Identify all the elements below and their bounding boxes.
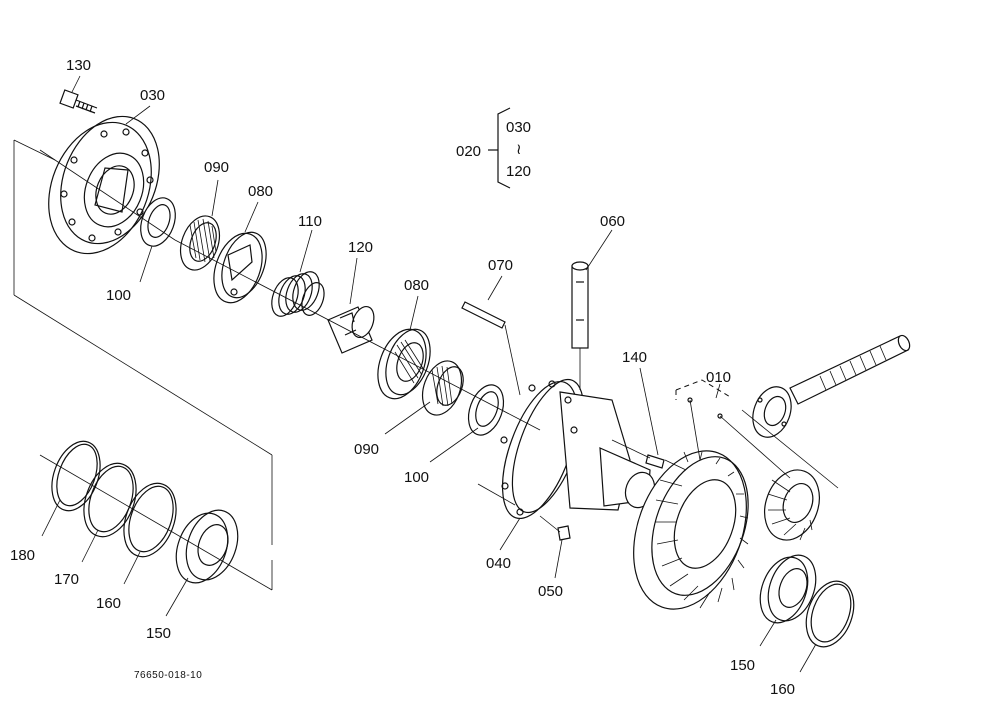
- pin-070[interactable]: [461, 301, 521, 396]
- label-060: 060: [600, 213, 625, 230]
- bolt-130[interactable]: [59, 89, 98, 114]
- label-070: 070: [488, 257, 513, 274]
- upper-axis-line-b: [174, 239, 541, 431]
- label-180: 180: [10, 547, 35, 564]
- lower-axis-line: [39, 454, 273, 591]
- label-080-left: 080: [248, 183, 273, 200]
- side-gear-090-left[interactable]: [174, 211, 227, 276]
- snap-ring-160-right[interactable]: [798, 575, 863, 654]
- part-labels: 130 030 020 030 ≀ 120 090 080 110 120 06…: [10, 57, 795, 698]
- bearing-150-right[interactable]: [752, 549, 825, 630]
- ring-gear-guide-lines: [675, 379, 839, 489]
- label-120-range: 120: [506, 163, 531, 180]
- shim-170[interactable]: [74, 456, 145, 544]
- label-040: 040: [486, 555, 511, 572]
- label-100-right: 100: [404, 469, 429, 486]
- side-gear-090-right[interactable]: [416, 356, 469, 421]
- leader-lines: [41, 75, 817, 673]
- thrust-washer-100-right[interactable]: [462, 380, 510, 440]
- bracket-020: [488, 107, 511, 189]
- label-range-tilde: ≀: [516, 141, 522, 158]
- pinion-shaft-010[interactable]: [746, 334, 912, 443]
- label-140: 140: [622, 349, 647, 366]
- drawing-code: 76650-018-10: [134, 670, 202, 681]
- label-050: 050: [538, 583, 563, 600]
- screw-050[interactable]: [539, 515, 571, 541]
- label-030-range: 030: [506, 119, 531, 136]
- label-100-left: 100: [106, 287, 131, 304]
- assembly-frame-lines: [13, 139, 273, 590]
- label-150-left: 150: [146, 625, 171, 642]
- label-010: 010: [706, 369, 731, 386]
- differential-cover-030[interactable]: [30, 102, 177, 269]
- label-130: 130: [66, 57, 91, 74]
- label-080-right: 080: [404, 277, 429, 294]
- clutch-plate-080-left[interactable]: [205, 226, 274, 309]
- label-110: 110: [298, 213, 322, 230]
- pin-140[interactable]: [611, 439, 665, 469]
- clutch-plate-080-right[interactable]: [369, 323, 438, 406]
- ring-gear-010[interactable]: [613, 435, 767, 625]
- label-030-cover: 030: [140, 87, 165, 104]
- pinion-gear[interactable]: [755, 462, 828, 547]
- cross-shaft-060[interactable]: [571, 261, 589, 390]
- label-170: 170: [54, 571, 79, 588]
- spring-110[interactable]: [267, 268, 328, 320]
- label-090-right: 090: [354, 441, 379, 458]
- label-020: 020: [456, 143, 481, 160]
- label-150-right: 150: [730, 657, 755, 674]
- label-160-left: 160: [96, 595, 121, 612]
- label-090-left: 090: [204, 159, 229, 176]
- coupler-120[interactable]: [327, 304, 378, 354]
- snap-ring-160-left[interactable]: [114, 476, 185, 564]
- label-160-right: 160: [770, 681, 795, 698]
- bearing-150-left[interactable]: [167, 503, 247, 590]
- upper-axis-line-a: [39, 149, 176, 241]
- label-120-coupler: 120: [348, 239, 373, 256]
